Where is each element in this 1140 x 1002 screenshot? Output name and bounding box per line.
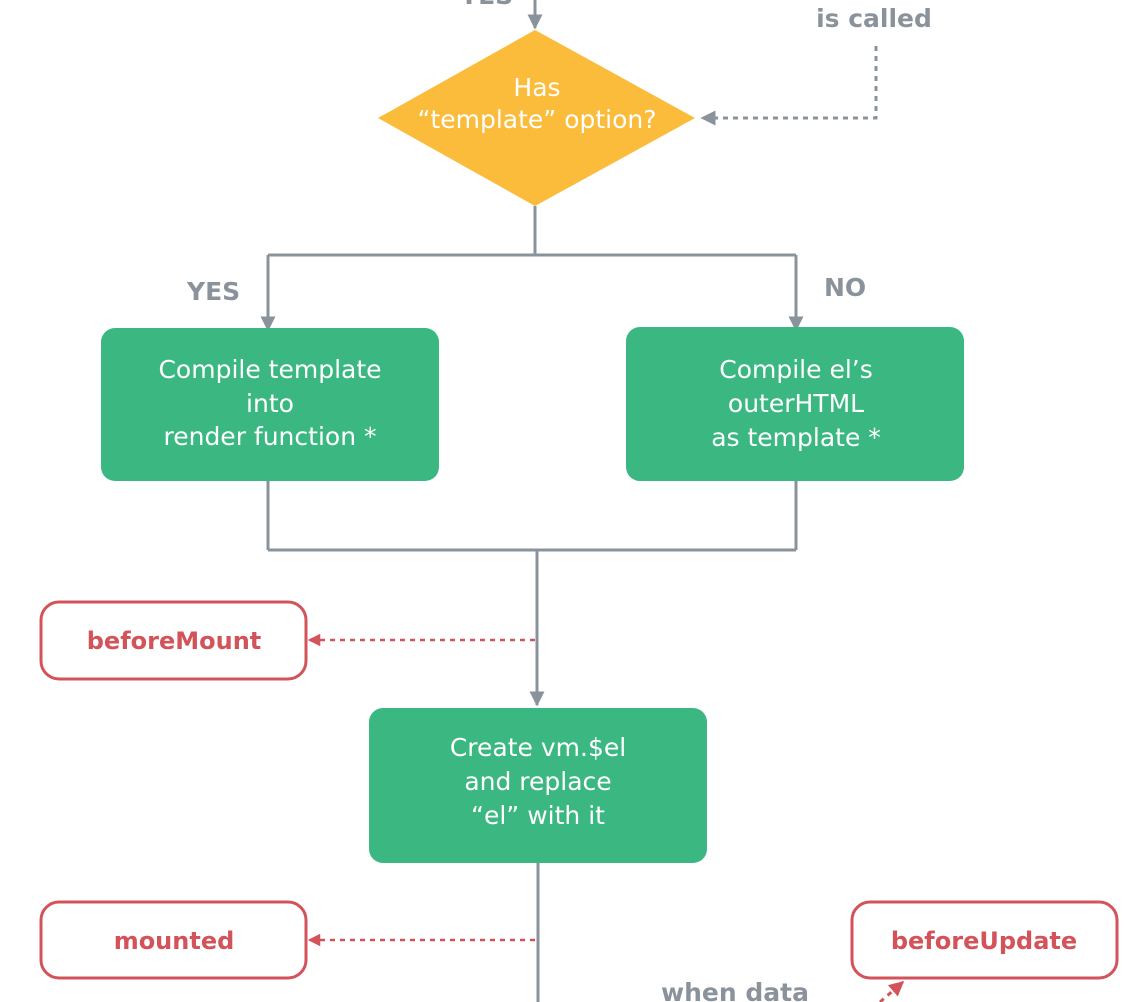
compile-template-line-2: into: [246, 389, 294, 418]
create-vm-line-1: Create vm.$el: [450, 733, 626, 762]
before-update-label: beforeUpdate: [891, 927, 1077, 955]
before-update-connector: [879, 980, 905, 1002]
compile-el-line-1: Compile el’s: [719, 355, 873, 384]
create-vm-line-3: “el” with it: [471, 801, 605, 830]
when-data-label: when data: [661, 978, 809, 1002]
compile-template-line-1: Compile template: [158, 355, 381, 384]
mounted-hook: [39, 900, 308, 980]
is-called-connector: [700, 46, 878, 126]
compile-el-line-2: outerHTML: [728, 389, 864, 418]
template-option-decision: [378, 30, 695, 206]
compile-template-step: [101, 328, 439, 481]
decision-line-2: “template” option?: [417, 105, 656, 134]
compile-template-line-3: render function *: [163, 422, 376, 451]
create-vm-el-step: [369, 708, 707, 863]
yes-label: YES: [186, 277, 240, 306]
before-mount-label: beforeMount: [87, 627, 262, 655]
create-vm-line-2: and replace: [464, 767, 611, 796]
compile-el-step: [626, 327, 964, 481]
mounted-label: mounted: [114, 927, 235, 955]
before-update-hook: [850, 900, 1119, 980]
decision-line-1: Has: [513, 73, 560, 102]
no-label: NO: [824, 273, 866, 302]
compile-el-line-3: as template *: [711, 423, 881, 452]
before-mount-hook: [39, 600, 308, 681]
is-called-label: is called: [816, 4, 932, 33]
top-yes-label: YES: [459, 0, 513, 10]
